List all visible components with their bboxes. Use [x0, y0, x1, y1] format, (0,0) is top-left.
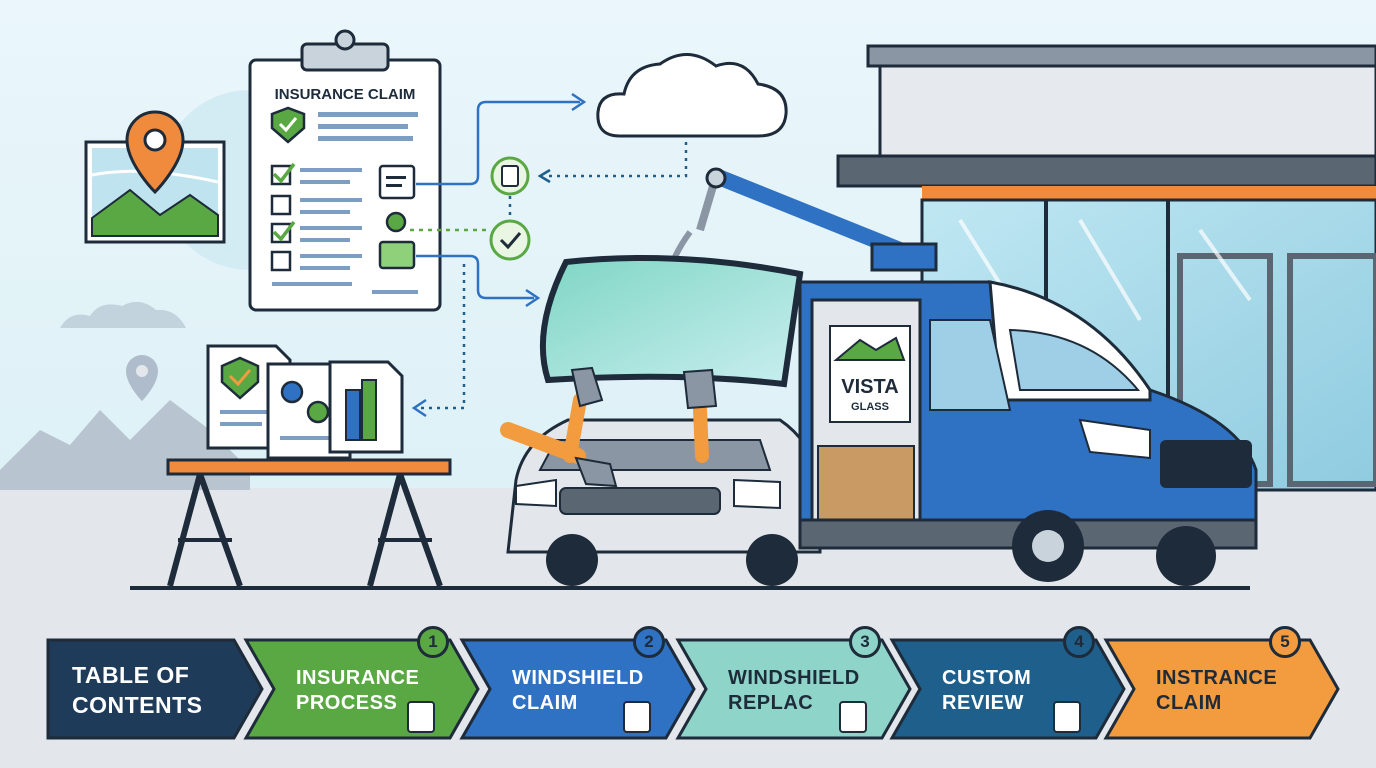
- car: [506, 418, 822, 586]
- step-windshield-replac[interactable]: WINDSHIELD REPLAC: [728, 666, 860, 716]
- step-line1: WINDSHIELD: [728, 667, 860, 689]
- step-number-badge: 5: [1269, 626, 1301, 658]
- shield-check-icon: [270, 106, 306, 144]
- step-chevron[interactable]: [46, 638, 264, 740]
- step-chevron[interactable]: [1103, 638, 1340, 740]
- step-number-badge: 4: [1063, 626, 1095, 658]
- documents-stack: [206, 344, 404, 460]
- windshield-glass: [539, 255, 804, 388]
- check-node-icon: [489, 219, 531, 261]
- step-line1: INSURANCE: [296, 667, 420, 689]
- shield-check-icon: [407, 701, 435, 733]
- clipboard-title: INSURANCE CLAIM: [275, 86, 416, 103]
- step-instrance-claim[interactable]: INSTRANCE CLAIM: [1156, 666, 1277, 716]
- step-line2: CLAIM: [1156, 692, 1222, 714]
- service-van: [798, 280, 1258, 586]
- document-shield-icon: [220, 356, 260, 400]
- vista-glass-logo: [833, 336, 906, 361]
- clipboard-icon: [839, 701, 867, 733]
- insurance-claim-clipboard: [248, 29, 442, 312]
- checklist-node-icon: [490, 156, 530, 196]
- step-custom-review[interactable]: CUSTOM REVIEW: [942, 666, 1031, 716]
- ground-line: [130, 586, 1250, 590]
- document-building-icon: [345, 389, 361, 441]
- step-line1: INSTRANCE: [1156, 667, 1278, 689]
- step-chevrons: [46, 638, 1340, 740]
- step-windshield-claim[interactable]: WINDSHIELD CLAIM: [512, 666, 644, 716]
- document-gear-icon: [280, 380, 304, 404]
- step-line1: CUSTOM: [942, 667, 1032, 689]
- small-location-pin-icon: [126, 355, 158, 401]
- step-number-badge: 1: [417, 626, 449, 658]
- step-number-badge: 3: [849, 626, 881, 658]
- calendar-search-icon: [1053, 701, 1081, 733]
- step-line2: CONTENTS: [72, 692, 203, 718]
- step-line2: REPLAC: [728, 692, 814, 714]
- folder-icon: [378, 240, 416, 270]
- step-line1: TABLE OF: [72, 662, 190, 688]
- technician-arms: [500, 366, 718, 488]
- step-table-of-contents[interactable]: TABLE OF CONTENTS: [72, 660, 203, 720]
- clipboard-icon: [378, 164, 416, 200]
- step-line2: REVIEW: [942, 692, 1024, 714]
- workbench-table: [166, 458, 452, 588]
- gear-icon: [385, 211, 407, 233]
- step-line1: WINDSHIELD: [512, 667, 644, 689]
- flow-connectors: [410, 92, 688, 418]
- crane-arm: [663, 167, 938, 291]
- step-line2: PROCESS: [296, 692, 398, 714]
- step-number-badge: 2: [633, 626, 665, 658]
- van-brand-name: VISTA: [841, 376, 898, 398]
- map-pin-icon: [84, 110, 226, 244]
- small-cloud: [60, 301, 186, 328]
- cloud-icon: [596, 53, 788, 138]
- document-folder-icon: [623, 701, 651, 733]
- step-line2: CLAIM: [512, 692, 578, 714]
- step-insurance-process[interactable]: INSURANCE PROCESS: [296, 666, 419, 716]
- van-brand-sub: GLASS: [851, 401, 889, 413]
